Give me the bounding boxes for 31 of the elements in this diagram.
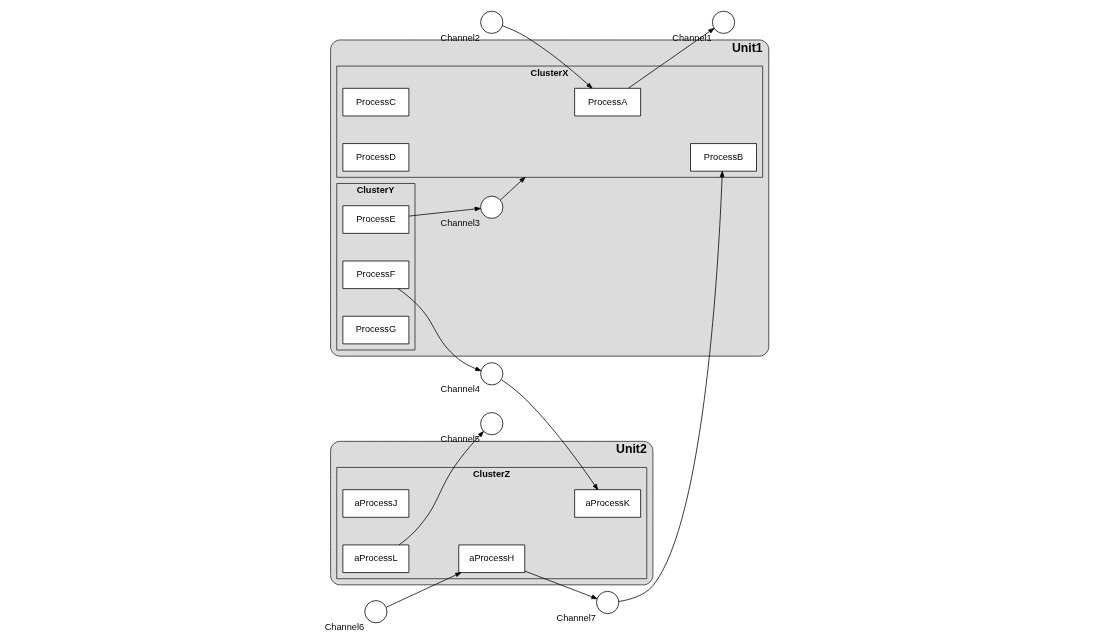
node-circle	[480, 362, 504, 386]
node-box: ProcessA	[574, 87, 641, 117]
arrow	[502, 25, 593, 89]
node-circle	[596, 591, 620, 614]
node-box: ProcessF	[342, 260, 410, 289]
node-circle	[480, 195, 504, 219]
arrow	[500, 176, 526, 201]
node-box: ProcessG	[342, 315, 410, 345]
node-box: aProcessK	[574, 489, 641, 518]
node-box: aProcessL	[342, 544, 410, 573]
node-box: ProcessB	[690, 143, 757, 172]
node-circle	[480, 10, 504, 34]
node-box: ProcessE	[342, 205, 410, 234]
node-label: Channel7	[556, 612, 596, 623]
arrow	[618, 171, 725, 602]
arrow	[501, 379, 599, 491]
node-circle	[712, 10, 736, 34]
arrow	[524, 570, 598, 600]
arrow	[408, 206, 481, 217]
node-label: Channel3	[440, 217, 480, 228]
node-box: aProcessH	[458, 544, 526, 573]
arrow	[398, 431, 484, 546]
node-circle	[364, 600, 388, 624]
node-box: ProcessC	[342, 87, 410, 117]
node-box: ProcessD	[342, 143, 410, 172]
node-box: aProcessJ	[342, 489, 410, 518]
node-label: Channel6	[324, 622, 365, 633]
arrow	[627, 28, 715, 89]
arrow	[385, 572, 462, 608]
node-label: Channel4	[440, 384, 480, 395]
arrow	[397, 288, 482, 372]
